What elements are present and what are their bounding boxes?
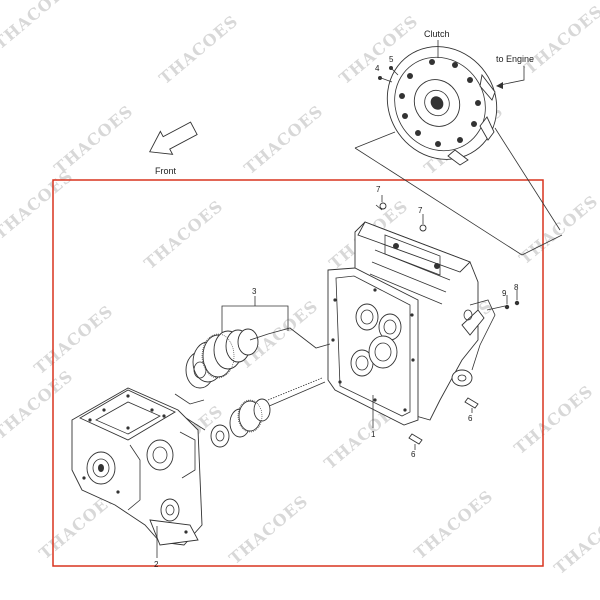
bolt-6b (408, 433, 423, 450)
leader-line (486, 305, 506, 311)
bolt-9 (504, 295, 510, 310)
alignment-line (174, 393, 205, 405)
to-engine-label: to Engine (496, 54, 534, 64)
bolt-4 (378, 76, 393, 83)
watermark: THACOES (550, 501, 600, 578)
bolt-8 (514, 290, 520, 306)
watermark: THACOES (510, 381, 596, 458)
alignment-line (354, 147, 523, 256)
callout-9: 9 (502, 289, 507, 298)
callout-7b: 7 (418, 206, 423, 215)
callout-2: 2 (154, 560, 159, 569)
watermark: THACOES (0, 166, 77, 243)
watermark: THACOES (0, 0, 77, 53)
to-engine-arrow (499, 66, 525, 86)
callout-8: 8 (514, 283, 519, 292)
alignment-line (185, 417, 206, 431)
watermark: THACOES (240, 101, 326, 178)
alignment-line (354, 131, 396, 149)
callout-4: 4 (375, 64, 380, 73)
assembly-frame (52, 179, 544, 567)
gear-shaft-assembly (185, 328, 326, 448)
watermark: THACOES (155, 11, 241, 88)
alignment-line (494, 127, 561, 231)
callout-6a: 6 (468, 414, 473, 423)
watermark: THACOES (520, 1, 600, 78)
watermark: THACOES (515, 191, 600, 268)
alignment-line (267, 327, 331, 349)
bolt-7b (419, 214, 427, 232)
bolt-5 (389, 66, 399, 76)
watermark: THACOES (410, 486, 496, 563)
callout-7a: 7 (376, 185, 381, 194)
bolt-6a (464, 397, 479, 413)
transfer-case (71, 387, 203, 546)
watermark: THACOES (30, 301, 116, 378)
callout-6b: 6 (411, 450, 416, 459)
callout-1: 1 (371, 430, 376, 439)
alignment-line (521, 234, 563, 256)
front-direction-arrow (148, 121, 198, 155)
bolt-7a (375, 195, 387, 211)
callout-5: 5 (389, 55, 394, 64)
watermark: THACOES (0, 366, 77, 443)
clutch-assembly (386, 46, 498, 166)
to-engine-arrowhead (496, 82, 503, 89)
transmission-case (327, 221, 496, 426)
clutch-label: Clutch (424, 29, 450, 39)
watermark: THACOES (225, 491, 311, 568)
front-label: Front (155, 166, 177, 176)
callout-3: 3 (252, 287, 257, 296)
watermark: THACOES (140, 196, 226, 273)
